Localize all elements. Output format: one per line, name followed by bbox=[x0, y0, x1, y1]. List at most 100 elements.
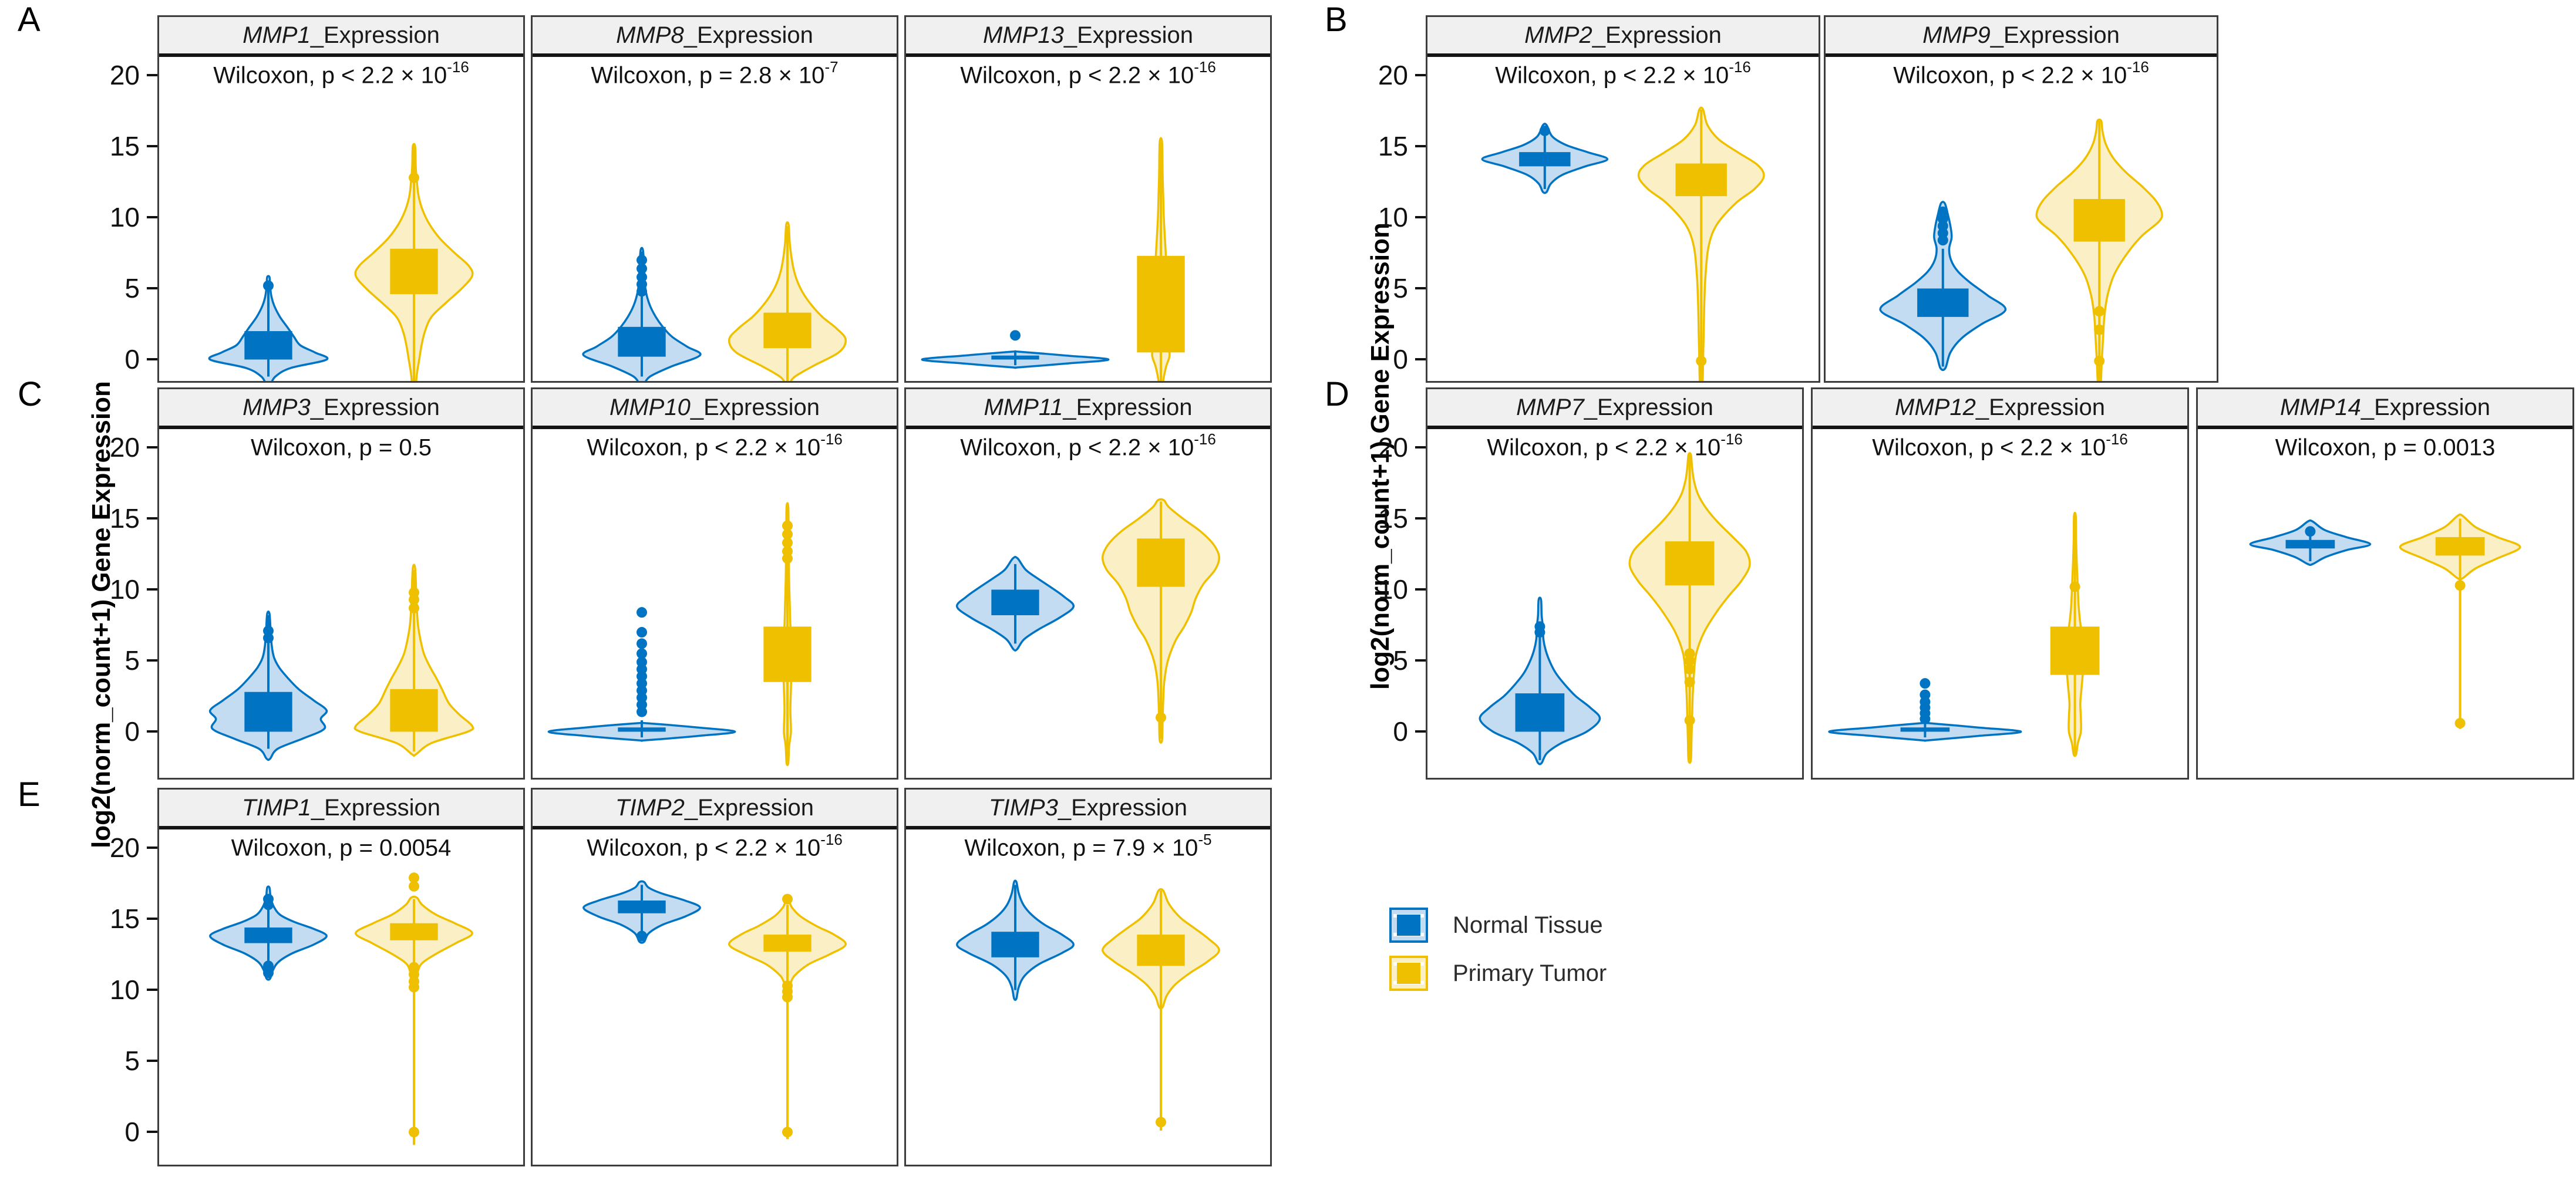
y-axis-tick-mark bbox=[147, 358, 157, 361]
p-value-base: Wilcoxon, p < 2.2 × 10 bbox=[1495, 62, 1729, 89]
violin-plot-svg bbox=[208, 564, 474, 761]
violin-plot-svg bbox=[1481, 106, 1765, 381]
y-axis-tick-mark bbox=[1415, 517, 1426, 520]
outlier-dot bbox=[1920, 689, 1931, 700]
p-value-base: Wilcoxon, p = 0.0054 bbox=[231, 835, 452, 861]
outlier-dot bbox=[1920, 678, 1931, 689]
block-letter-d: D bbox=[1325, 375, 1349, 413]
y-axis-tick-mark bbox=[1415, 446, 1426, 449]
outlier-dot bbox=[782, 546, 793, 557]
p-value-label: Wilcoxon, p = 2.8 × 10-7 bbox=[533, 58, 897, 89]
p-value-base: Wilcoxon, p < 2.2 × 10 bbox=[960, 62, 1194, 89]
iqr-box bbox=[2050, 626, 2100, 675]
panel-title: MMP10_Expression bbox=[533, 389, 897, 429]
gene-name: TIMP2 bbox=[615, 794, 685, 821]
violin-plot-svg bbox=[956, 879, 1220, 1131]
violin-plot-svg bbox=[208, 143, 474, 381]
title-suffix: _Expression bbox=[683, 22, 813, 48]
gene-name: MMP10 bbox=[610, 394, 691, 420]
title-suffix: _Expression bbox=[311, 794, 440, 821]
outlier-dot bbox=[1684, 648, 1695, 659]
gene-name: MMP8 bbox=[616, 22, 684, 48]
y-axis-tick-mark bbox=[147, 918, 157, 920]
y-axis-tick-label: 5 bbox=[1393, 273, 1408, 304]
primary-tumor-key-icon bbox=[1389, 956, 1428, 991]
p-value-base: Wilcoxon, p = 0.0013 bbox=[2275, 434, 2496, 461]
y-axis-tick-label: 15 bbox=[1378, 503, 1408, 534]
p-value-base: Wilcoxon, p = 7.9 × 10 bbox=[964, 835, 1198, 861]
outlier-dot bbox=[2094, 306, 2105, 317]
y-axis-tick-label: 20 bbox=[109, 60, 140, 91]
legend-label: Primary Tumor bbox=[1453, 960, 1607, 986]
y-axis-tick-label: 0 bbox=[124, 344, 140, 375]
p-value-exponent: -16 bbox=[1194, 58, 1216, 76]
outlier-dot bbox=[782, 893, 793, 905]
y-axis-tick-mark bbox=[1415, 74, 1426, 77]
title-suffix: _Expression bbox=[1063, 394, 1193, 420]
title-suffix: _Expression bbox=[684, 794, 814, 821]
gene-name: MMP7 bbox=[1516, 394, 1584, 420]
iqr-box bbox=[763, 626, 811, 682]
iqr-box bbox=[244, 692, 292, 732]
outlier-dot bbox=[782, 520, 793, 531]
outlier-dot bbox=[263, 967, 274, 979]
panel-title: MMP12_Expression bbox=[1813, 389, 2187, 429]
p-value-label: Wilcoxon, p < 2.2 × 10-16 bbox=[1813, 430, 2187, 461]
iqr-box bbox=[390, 248, 438, 295]
iqr-box bbox=[763, 935, 811, 952]
violin-plot-svg bbox=[1879, 119, 2163, 381]
iqr-box bbox=[1900, 727, 1950, 732]
violin-plot-svg bbox=[582, 880, 847, 1139]
panel-title: MMP13_Expression bbox=[906, 17, 1270, 57]
legend: Normal Tissue Primary Tumor bbox=[1389, 908, 1607, 1004]
iqr-box bbox=[1675, 163, 1727, 197]
p-value-base: Wilcoxon, p < 2.2 × 10 bbox=[1893, 62, 2127, 89]
outlier-dot bbox=[2094, 355, 2105, 366]
iqr-box bbox=[244, 927, 292, 943]
p-value-exponent: -16 bbox=[1720, 430, 1743, 448]
panel-title: MMP2_Expression bbox=[1427, 17, 1819, 57]
panel-title: TIMP1_Expression bbox=[159, 790, 523, 829]
y-axis-tick-label: 20 bbox=[109, 832, 140, 864]
gene-name: MMP11 bbox=[984, 394, 1063, 420]
normal-tissue-key-icon bbox=[1389, 908, 1428, 943]
title-suffix: _Expression bbox=[1058, 794, 1187, 821]
outlier-dot bbox=[409, 982, 419, 993]
iqr-box bbox=[244, 331, 292, 360]
y-axis-tick-label: 0 bbox=[1393, 344, 1408, 375]
y-axis-tick-mark bbox=[147, 989, 157, 991]
y-axis-tick-label: 15 bbox=[1378, 131, 1408, 162]
outlier-dot bbox=[782, 1127, 793, 1138]
outlier-dot bbox=[2069, 581, 2080, 592]
p-value-exponent: -5 bbox=[1198, 831, 1212, 848]
p-value-label: Wilcoxon, p < 2.2 × 10-16 bbox=[159, 58, 523, 89]
y-axis-tick-mark bbox=[147, 287, 157, 290]
y-axis-tick-label: 10 bbox=[109, 574, 140, 605]
y-axis-tick-mark bbox=[1415, 659, 1426, 662]
outlier-dot bbox=[782, 991, 793, 1003]
title-suffix: _Expression bbox=[1990, 22, 2120, 48]
p-value-exponent: -16 bbox=[2127, 58, 2149, 76]
p-value-label: Wilcoxon, p < 2.2 × 10-16 bbox=[1427, 430, 1802, 461]
p-value-exponent: -16 bbox=[2106, 430, 2128, 448]
y-axis-tick-label: 5 bbox=[124, 273, 140, 304]
y-axis-tick-label: 10 bbox=[109, 202, 140, 233]
y-axis-tick-label: 0 bbox=[124, 1117, 140, 1148]
outlier-dot bbox=[1684, 676, 1695, 687]
gene-name: MMP9 bbox=[1922, 22, 1991, 48]
outlier-dot bbox=[637, 255, 647, 266]
p-value-base: Wilcoxon, p < 2.2 × 10 bbox=[1872, 434, 2106, 461]
p-value-exponent: -16 bbox=[820, 430, 843, 448]
outlier-dot bbox=[637, 930, 647, 942]
gene-name: MMP1 bbox=[243, 22, 311, 48]
outlier-dot bbox=[637, 607, 647, 618]
block-letter-c: C bbox=[18, 375, 42, 413]
